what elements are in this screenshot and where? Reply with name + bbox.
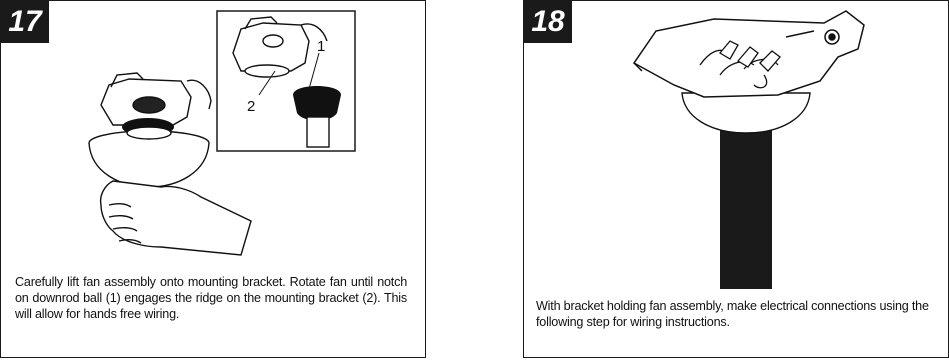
callout-2-label: 2 [247,98,255,115]
step-18-illustration [524,1,949,291]
fan-housing [89,127,209,187]
step-17-illustration: 1 2 [1,1,427,271]
fan-bracket-main [101,73,211,125]
callout-1-label: 1 [317,38,325,55]
fan-housing [682,93,810,133]
step-17-caption: Carefully lift fan assembly onto mountin… [15,274,407,322]
downrod-pipe [720,127,772,289]
step-17-panel: 17 1 2 [0,0,426,358]
step-18-panel: 18 With bracket holding fan assembly, ma… [523,0,949,358]
hand-illustration [101,181,251,255]
step-18-caption: With bracket holding fan assembly, make … [536,298,936,330]
